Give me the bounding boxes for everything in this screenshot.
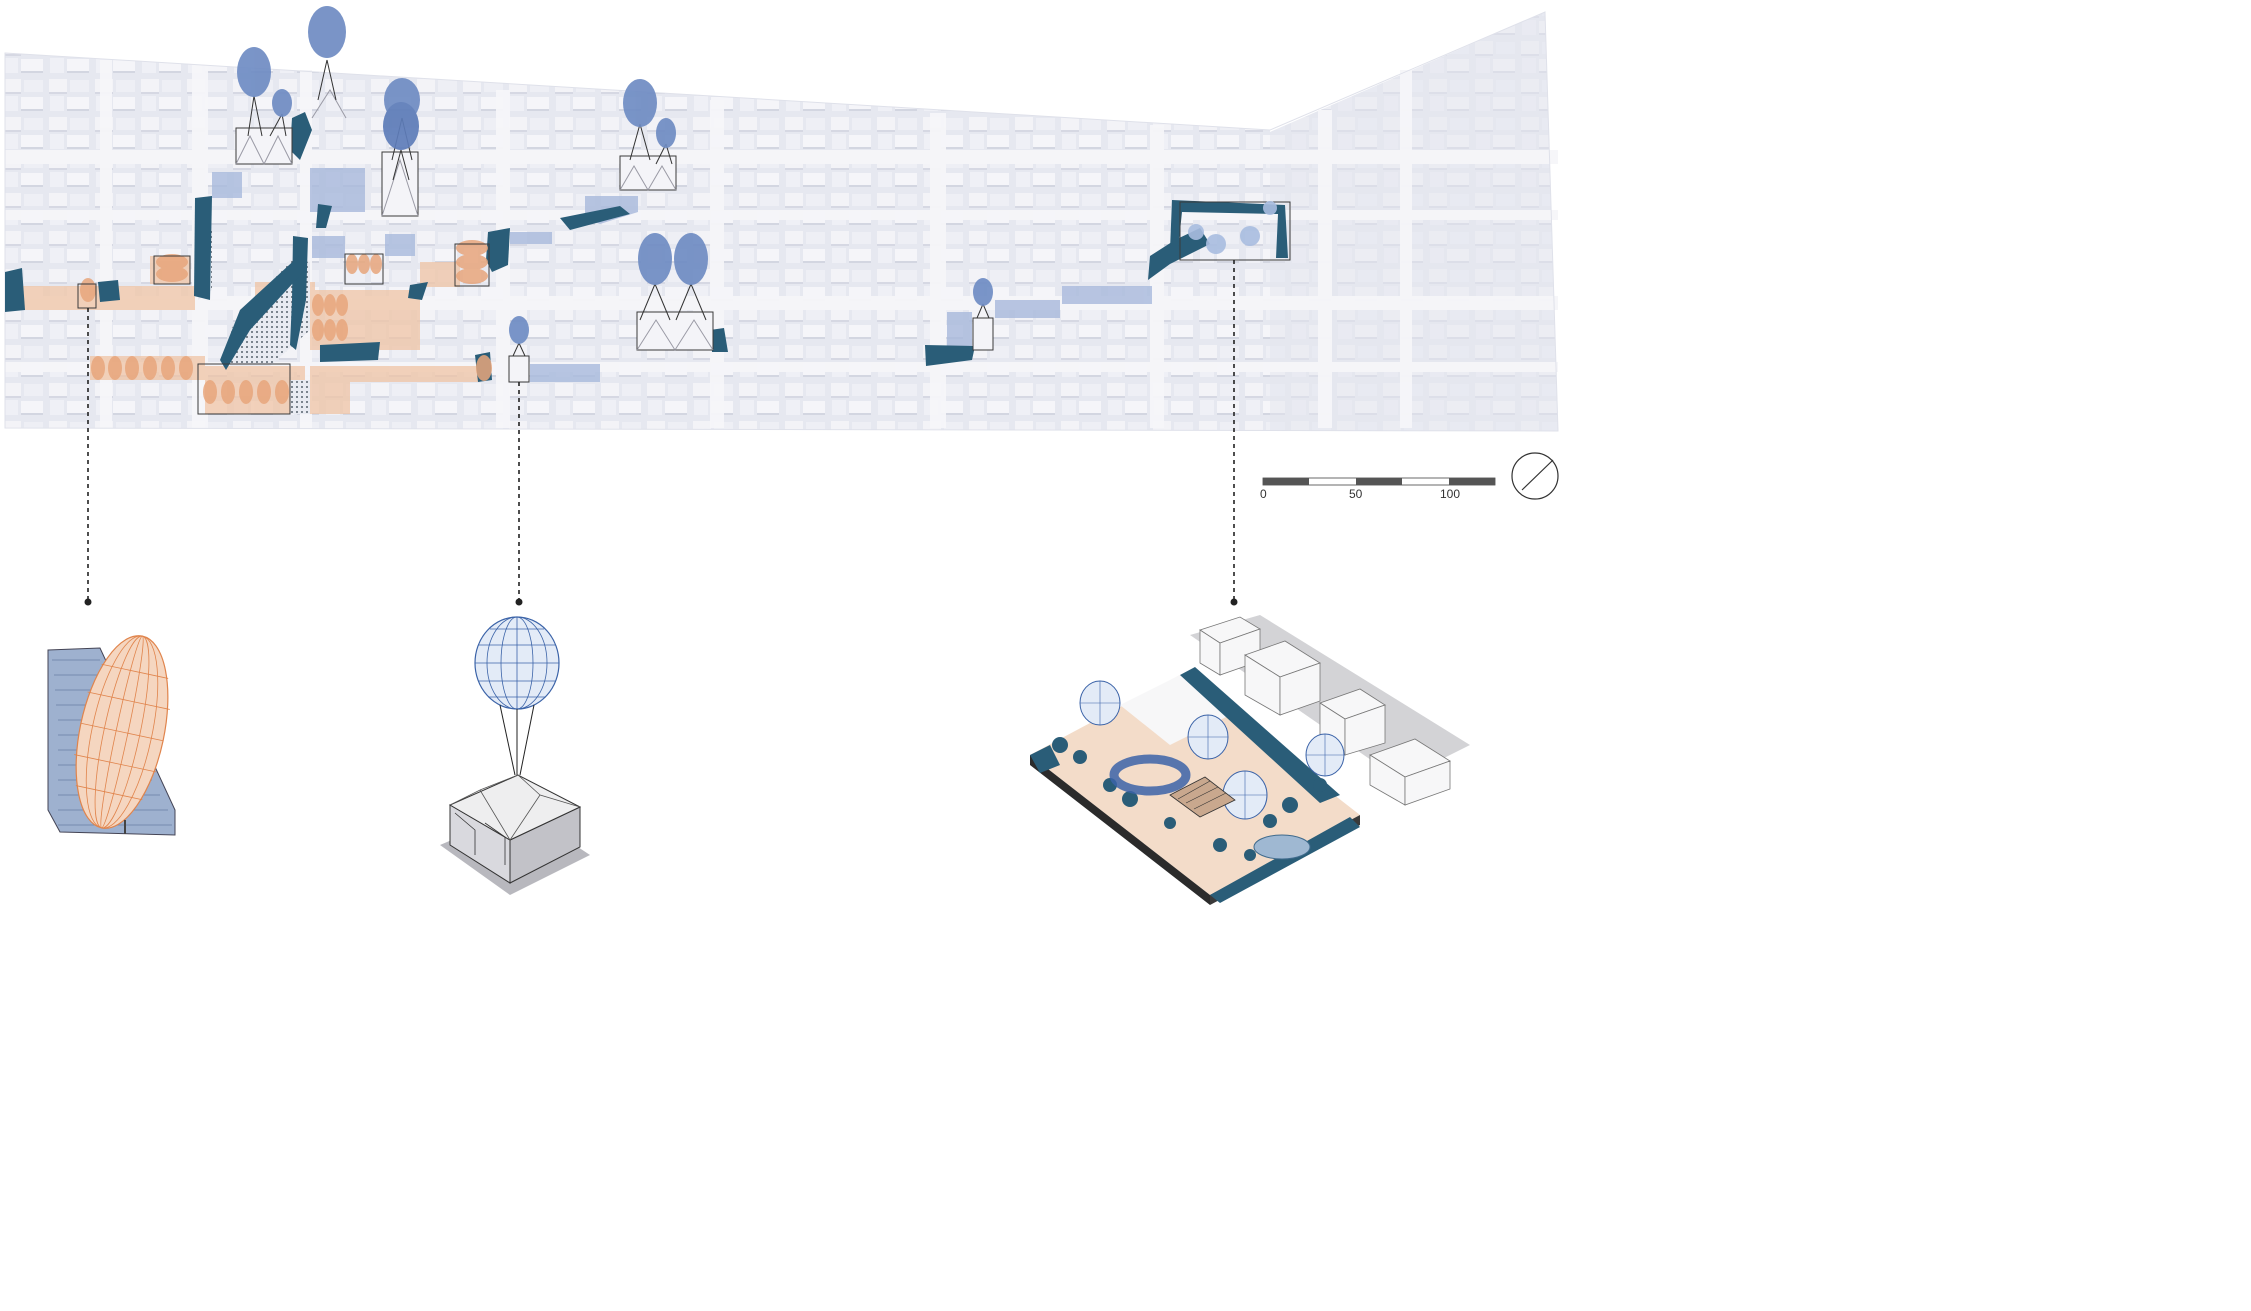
- detail-isometric-park: [1030, 615, 1470, 905]
- leader-lines: [87, 260, 1235, 600]
- leader-dots: [84, 598, 1238, 606]
- water-surfaces: [212, 168, 1152, 382]
- detail-balloon-pavilion: [440, 616, 590, 895]
- pavilion-roof-folds: [235, 89, 714, 351]
- north-arrow-icon: [1511, 452, 1559, 500]
- scale-bar: [1262, 477, 1496, 486]
- scale-label-50: 50: [1349, 487, 1363, 501]
- scale-label-100: 100: [1440, 487, 1461, 501]
- vegetation: [5, 112, 1288, 382]
- balloons-small: [1188, 201, 1277, 254]
- scale-label-0: 0: [1260, 487, 1267, 501]
- tree-canopies: [80, 240, 492, 404]
- balloons: [237, 6, 993, 344]
- detail-shell-pavilion: [47, 635, 176, 836]
